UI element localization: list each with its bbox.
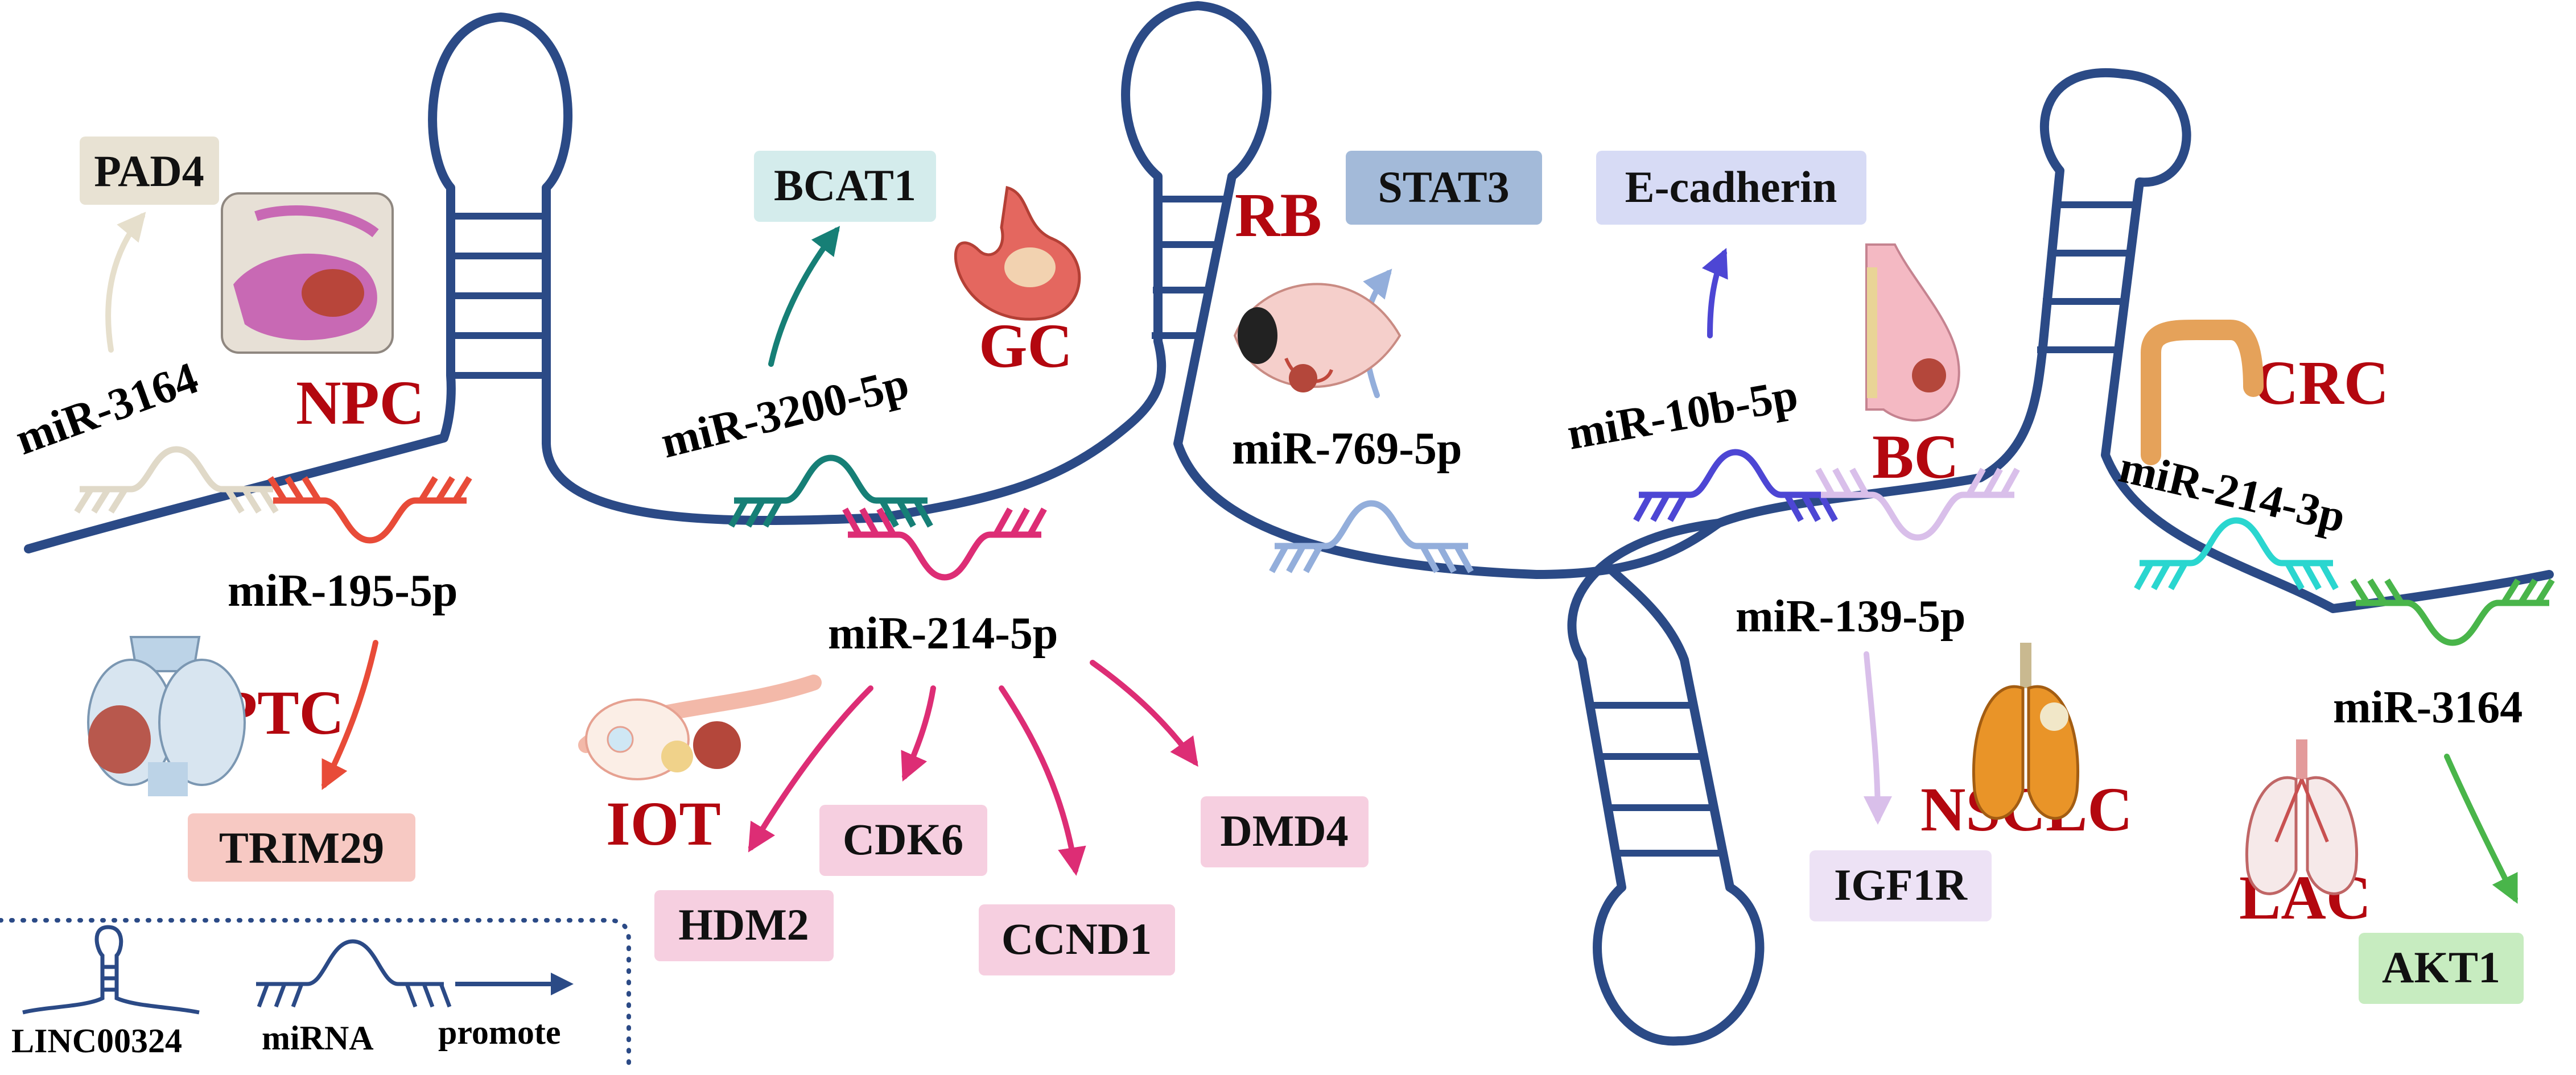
nasopharynx-icon <box>221 192 394 354</box>
mirna-symbol-214-3p <box>2134 517 2339 590</box>
target-dmd4: DMD4 <box>1201 796 1369 867</box>
mirna-label-3200: miR-3200-5p <box>656 358 914 468</box>
svg-text:AKT1: AKT1 <box>2382 942 2500 992</box>
svg-text:DMD4: DMD4 <box>1220 806 1348 855</box>
svg-text:TRIM29: TRIM29 <box>219 823 384 873</box>
target-hdm2: HDM2 <box>654 890 834 961</box>
svg-text:E-cadherin: E-cadherin <box>1625 162 1837 212</box>
lung-icon <box>2245 739 2358 895</box>
breast-icon <box>1865 243 1960 421</box>
legend-promote-label: promote <box>438 1014 561 1051</box>
eye-icon <box>1233 283 1402 392</box>
svg-text:IGF1R: IGF1R <box>1834 860 1968 909</box>
legend: LINC00324 miRNA promote <box>0 918 631 1074</box>
targets: PAD4 TRIM29 BCAT1 HDM2 CDK6 CCND1 DMD4 S… <box>80 137 2524 1004</box>
lncrna-backbone <box>24 1 2554 1046</box>
mirna-symbol-10b <box>1633 449 1838 522</box>
svg-text:BCAT1: BCAT1 <box>774 160 916 210</box>
lung-tumor-icon <box>1972 643 2080 820</box>
disease-label-nsclc: NSCLC <box>1920 775 2133 844</box>
thyroid-icon <box>87 636 246 796</box>
disease-label-rb: RB <box>1235 180 1322 250</box>
arrow-10b-ecadherin <box>1701 247 1728 338</box>
arrow-214-ccnd1 <box>999 685 1086 876</box>
legend-mirna-symbol <box>256 939 452 1008</box>
target-pad4: PAD4 <box>80 137 219 205</box>
arrow-214-dmd4 <box>1090 660 1198 767</box>
arrows <box>105 212 2518 904</box>
legend-linc-label: LINC00324 <box>11 1022 182 1060</box>
arrow-3200-bcat1 <box>768 226 840 367</box>
target-ecadherin: E-cadherin <box>1596 151 1866 225</box>
mirna-symbol-769 <box>1269 500 1474 573</box>
stomach-icon <box>954 185 1081 321</box>
target-box <box>80 137 219 205</box>
mirna-label-195: miR-195-5p <box>228 566 458 616</box>
disease-label-npc: NPC <box>296 368 424 437</box>
mirna-symbol-3164-npc <box>74 446 279 514</box>
mirna-symbol-3200 <box>728 454 933 528</box>
arrow-3164-pad4 <box>105 212 146 353</box>
disease-label-crc: CRC <box>2253 348 2389 417</box>
target-igf1r: IGF1R <box>1810 850 1992 921</box>
ovary-icon <box>578 675 822 780</box>
arrow-214-hdm2 <box>748 685 873 853</box>
mirna-symbol-3164-lac <box>2350 578 2555 646</box>
mirna-symbol-139 <box>1815 468 2020 541</box>
target-stat3: STAT3 <box>1346 151 1542 225</box>
disease-label-bc: BC <box>1872 422 1959 491</box>
target-label: PAD4 <box>94 146 204 196</box>
mirna-symbols <box>74 446 2555 646</box>
legend-linc-symbol <box>22 925 200 1015</box>
target-ccnd1: CCND1 <box>979 904 1175 975</box>
target-bcat1: BCAT1 <box>754 151 936 222</box>
arrow-214-cdk6 <box>901 685 936 782</box>
colon-icon <box>2141 320 2264 465</box>
disease-label-gc: GC <box>979 311 1073 381</box>
mirna-label-3164-lac: miR-3164 <box>2333 683 2523 733</box>
mirna-symbol-195 <box>267 476 472 544</box>
arrow-3164-akt1 <box>2444 754 2518 904</box>
mirna-label-10b: miR-10b-5p <box>1564 370 1802 460</box>
arrow-195-trim29 <box>322 640 378 790</box>
target-trim29: TRIM29 <box>188 813 415 882</box>
target-akt1: AKT1 <box>2359 933 2524 1004</box>
mirna-symbol-214-5p <box>842 507 1047 581</box>
svg-text:STAT3: STAT3 <box>1378 162 1509 212</box>
svg-text:CCND1: CCND1 <box>1001 914 1152 964</box>
svg-text:CDK6: CDK6 <box>843 814 963 864</box>
legend-border <box>0 918 631 1074</box>
disease-label-iot: IOT <box>606 789 721 858</box>
stem-rungs <box>451 196 2137 857</box>
svg-text:HDM2: HDM2 <box>678 900 809 949</box>
mirna-label-139: miR-139-5p <box>1736 592 1965 642</box>
organ-icons <box>87 185 2358 895</box>
arrow-139-igf1r <box>1863 651 1892 825</box>
lower-hairpin-path <box>1567 519 1765 1046</box>
target-cdk6: CDK6 <box>819 805 987 876</box>
legend-mirna-label: miRNA <box>262 1019 374 1057</box>
mirna-label-214-5p: miR-214-5p <box>828 609 1058 659</box>
mirna-label-769: miR-769-5p <box>1232 424 1462 474</box>
backbone-path <box>24 1 2554 613</box>
